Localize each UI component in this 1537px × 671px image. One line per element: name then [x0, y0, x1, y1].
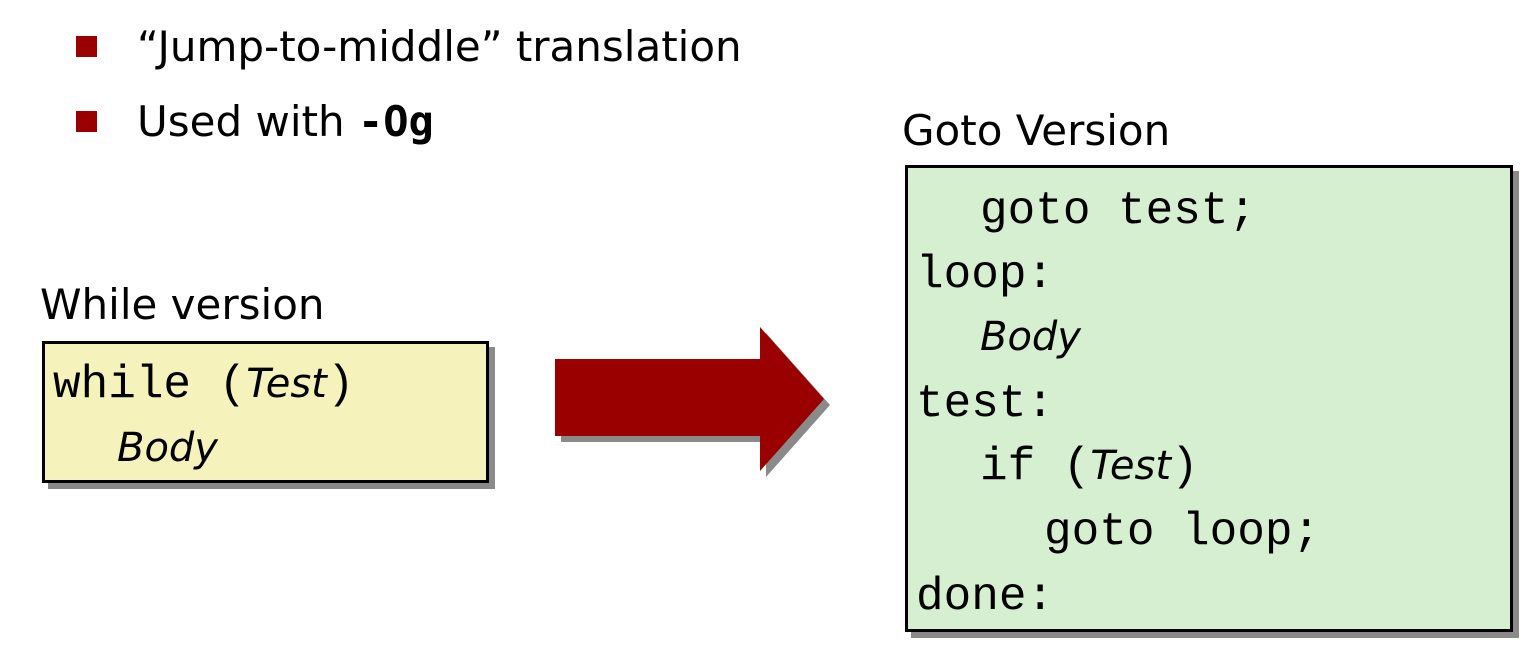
- while-test: Test: [246, 361, 327, 407]
- bullet-item-jump-to-middle: “Jump-to-middle” translation: [76, 21, 742, 71]
- while-version-caption: While version: [40, 280, 325, 329]
- bullet-square-icon: [76, 35, 97, 57]
- while-line-2: Body: [117, 426, 218, 472]
- goto-body: Body: [980, 314, 1081, 360]
- goto-version-caption: Goto Version: [902, 106, 1171, 155]
- goto-if-prefix: if (: [980, 441, 1091, 493]
- bullet-item-used-with: Used with -Og: [76, 96, 434, 146]
- goto-line-done-label: done:: [916, 571, 1055, 623]
- while-line-1: while (Test): [53, 362, 354, 408]
- while-keyword: while (: [53, 359, 247, 411]
- arrow-body: [555, 327, 824, 471]
- goto-if-test: Test: [1090, 443, 1172, 489]
- bullet-text: Used with -Og: [137, 97, 434, 146]
- while-version-code-box: while (Test) Body: [42, 341, 489, 483]
- goto-line-body: Body: [980, 315, 1081, 361]
- goto-line-goto-test: goto test;: [980, 185, 1257, 237]
- while-close-paren: ): [326, 359, 355, 411]
- goto-line-goto-loop: goto loop;: [1044, 506, 1321, 558]
- bullet-text-prefix: Used with: [137, 96, 358, 146]
- while-body: Body: [117, 425, 218, 471]
- right-arrow-icon: [555, 327, 830, 477]
- goto-version-code-box: goto test; loop: Body test: if (Test) go…: [905, 165, 1513, 632]
- bullet-code-flag: -Og: [357, 96, 434, 146]
- bullet-square-icon: [76, 110, 97, 132]
- goto-line-loop-label: loop:: [916, 249, 1055, 301]
- bullet-text: “Jump-to-middle” translation: [137, 21, 742, 71]
- goto-line-if-test: if (Test): [980, 444, 1199, 490]
- goto-line-test-label: test:: [916, 378, 1055, 430]
- goto-if-suffix: ): [1171, 441, 1199, 493]
